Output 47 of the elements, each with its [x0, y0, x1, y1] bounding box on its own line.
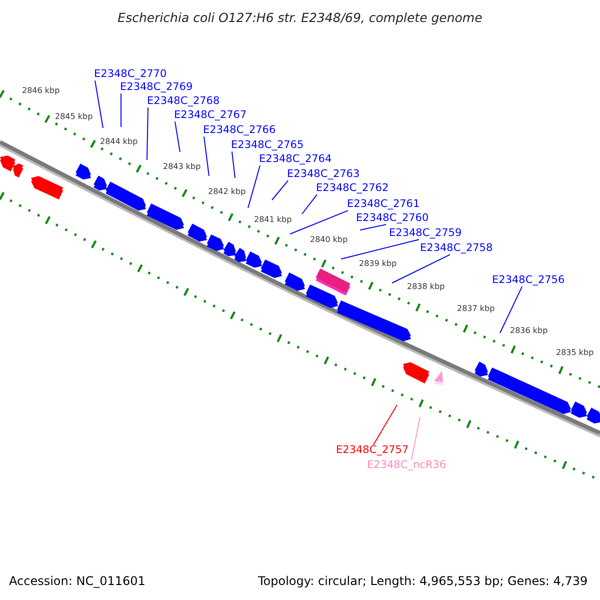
leader-line	[392, 254, 451, 284]
gene-label: E2348C_2764	[259, 154, 332, 166]
gene-label: E2348C_2762	[316, 183, 389, 195]
gene-label: E2348C_2757	[336, 445, 409, 457]
scale-label: 2843 kbp	[163, 163, 201, 172]
leader-line	[232, 151, 236, 178]
gene-label: E2348C_2760	[356, 213, 429, 225]
gene-label: E2348C_2756	[492, 275, 565, 287]
leader-line	[360, 224, 387, 230]
title: Escherichia coli O127:H6 str. E2348/69, complete genome	[116, 11, 484, 25]
leader-line	[146, 107, 148, 160]
gene-label: E2348C_2763	[287, 169, 360, 181]
gene-label: E2348C_2761	[347, 199, 420, 211]
scale-label: 2842 kbp	[208, 188, 246, 197]
scale-label: 2846 kbp	[22, 87, 60, 96]
scale-label: 2836 kbp	[510, 327, 548, 336]
gene-label: E2348C_2767	[174, 110, 247, 122]
leader-line	[248, 165, 260, 208]
gene-label: E2348C_2769	[120, 82, 193, 94]
footer-text: Topology: circular; Length: 4,965,553 bp; Genes: 4,739	[258, 575, 588, 588]
leader-line	[500, 286, 523, 334]
scale-label: 2838 kbp	[407, 283, 445, 292]
leader-line	[372, 404, 398, 446]
gene-label: E2348C_ncR36	[367, 460, 446, 472]
scale-label: 2841 kbp	[254, 216, 292, 225]
leader-line	[272, 180, 288, 200]
leader-line	[204, 136, 210, 176]
leader-line	[340, 239, 420, 260]
leader-line	[174, 121, 180, 152]
gene-label: E2348C_2758	[420, 243, 493, 255]
gene-label: E2348C_2765	[231, 140, 304, 152]
leader-line	[94, 80, 104, 128]
scale-label: 2835 kbp	[556, 349, 594, 358]
leader-line	[410, 416, 420, 460]
gene-label: E2348C_2766	[203, 125, 276, 137]
scale-label: 2840 kbp	[310, 236, 348, 245]
gene-label: E2348C_2759	[389, 228, 462, 240]
footer-text: Accession: NC_011601	[9, 575, 146, 588]
gene-label: E2348C_2770	[94, 69, 167, 81]
scale-label: 2837 kbp	[457, 305, 495, 314]
scale-label: 2839 kbp	[359, 260, 397, 269]
leader-line	[302, 194, 318, 214]
leader-line	[290, 210, 348, 234]
leader-line	[120, 93, 122, 128]
scale-label: 2845 kbp	[55, 113, 93, 122]
scale-label: 2844 kbp	[100, 138, 138, 147]
gene-label: E2348C_2768	[147, 96, 220, 108]
